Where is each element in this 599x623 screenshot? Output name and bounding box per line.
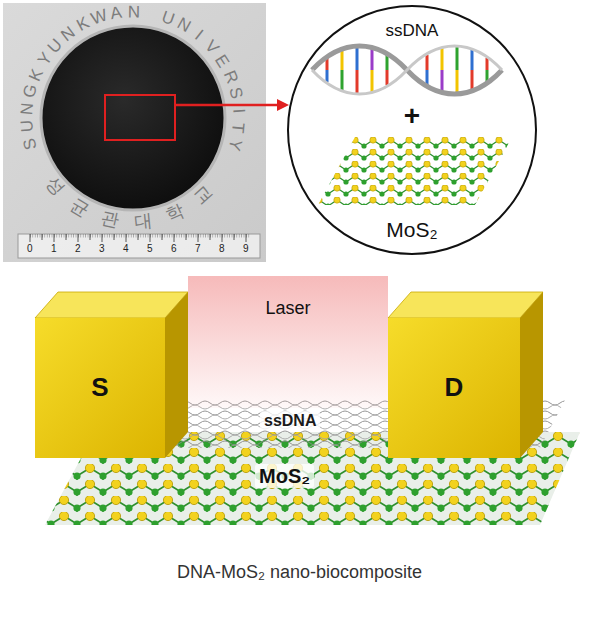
arc-letter: R [220,68,240,86]
electrode-label: D [388,372,520,403]
arched-text: SUNGKYUNKWAN UNIVERSITY [15,0,250,157]
arc-letter [148,5,156,23]
arc-letter: U [160,8,177,28]
arc-letter: W [89,7,110,28]
material-label: MoS₂ [289,217,535,242]
arc-letter: N [128,3,140,20]
laser-label: Laser [188,298,388,320]
arc-letter: Y [226,138,245,153]
drain-electrode: D [388,318,520,458]
arc-letter: Y [34,50,54,69]
electrode-label: S [35,372,165,403]
arc-letter: S [21,136,40,151]
arc-letter: 관 [100,209,121,230]
molecule-label: ssDNA [289,21,535,41]
arc-letter: S [226,86,245,101]
arc-letter: A [109,4,123,23]
plus-sign: + [289,99,535,133]
ruler-number: 4 [123,243,129,255]
laser-beam: Laser [188,276,388,408]
layer-label: ssDNA [260,411,320,430]
ruler-number: 6 [171,243,177,255]
ruler-number: 7 [195,243,201,255]
arc-letter: K [26,66,46,83]
figure-caption: DNA-MoS₂ nano-biocomposite [177,562,422,584]
ruler-number: 5 [147,243,153,255]
arc-letter: G [20,83,40,100]
arc-letter: E [212,52,232,71]
arc-letter: T [230,122,248,134]
arc-letter: 교 [190,183,215,208]
arc-letter: I [230,108,247,114]
ruler-number: 3 [99,243,105,255]
arc-letter: 균 [67,195,92,220]
zoom-circle: ssDNA + MoS₂ [287,5,537,255]
arc-letter: N [58,23,78,44]
ruler-number: 8 [219,243,225,255]
arched-korean-text: 성균관대학교 [43,174,215,233]
arc-letter: K [74,14,92,34]
arc-letter: N [18,102,36,116]
arc-letter: I [192,27,206,43]
ruler-number: 1 [51,243,57,255]
ruler-number: 2 [75,243,81,255]
ruler-number: 0 [27,243,33,255]
arc-letter: 대 [133,212,153,232]
arc-letter: N [175,15,194,36]
ruler-number: 9 [243,243,249,255]
arc-letter: V [202,37,222,57]
arc-letter: U [18,120,36,134]
layer-label: MoS₂ [255,464,314,488]
arc-letter: 학 [163,201,187,225]
source-electrode: S [35,318,165,458]
arc-letter: 성 [42,174,67,199]
